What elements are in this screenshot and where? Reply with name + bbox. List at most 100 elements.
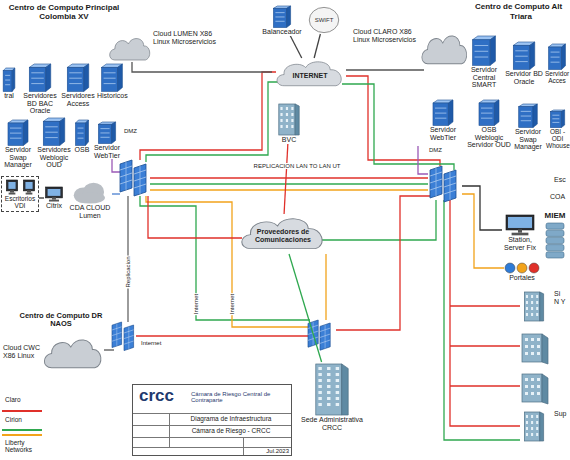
drawn-shape: [279, 104, 295, 135]
drawn-line: [78, 138, 84, 139]
drawn-shape: [287, 6, 291, 28]
annotation-label: Triara: [500, 13, 542, 22]
annotation-label: Internet: [140, 340, 182, 346]
drawn-line: [346, 69, 424, 70]
drawn-line: [515, 56, 528, 57]
srv-icon: [258, 4, 306, 28]
title-block: crccCámara de Riesgo Central de Contrapa…: [132, 384, 292, 456]
drawn-shape: [562, 44, 566, 69]
legend-label: Claro: [4, 396, 48, 403]
server-node: Servidor Acces: [544, 42, 570, 84]
drawn-shape: [526, 313, 528, 316]
annotation-label: COA: [549, 193, 570, 201]
drawn-shape: [3, 71, 12, 92]
srv-icon: [544, 42, 570, 70]
drawn-shape: [550, 112, 561, 128]
drawn-shape: [273, 8, 286, 27]
drawn-shape: [526, 295, 528, 298]
symbol-instance: [120, 160, 132, 192]
drawn-shape: [280, 113, 282, 116]
drawn-line: [31, 83, 44, 84]
drawn-line: [150, 183, 428, 184]
mon-icon: [21, 179, 37, 195]
node-label: Sede Administrativa CRCC: [300, 416, 364, 431]
drawn-line: [552, 122, 559, 123]
drawn-shape: [518, 229, 522, 232]
table-rule: [133, 413, 291, 414]
drawn-shape: [531, 301, 533, 304]
mon-icon: [42, 186, 66, 202]
connector: [290, 36, 302, 58]
symbol-instance: [134, 164, 146, 196]
drawn-shape: [118, 64, 123, 91]
drawn-shape: [23, 120, 28, 145]
drawn-line: [150, 177, 428, 178]
drawn-shape: [43, 121, 60, 145]
drawn-line: [552, 118, 559, 119]
drawn-line: [5, 84, 10, 85]
drawn-shape: [98, 124, 111, 143]
bld-icon: [518, 410, 550, 442]
drawn-shape: [530, 42, 535, 69]
drawn-line: [515, 61, 528, 62]
drawn-shape: [25, 193, 32, 195]
server-node: Servidor WebTier: [92, 120, 122, 159]
drawn-shape: [336, 367, 339, 370]
drawn-line: [136, 335, 310, 336]
drawn-line: [418, 146, 428, 174]
drawn-shape: [291, 119, 293, 122]
drawn-shape: [318, 379, 321, 382]
drawn-shape: [327, 403, 330, 406]
drawn-shape: [280, 119, 282, 122]
annotation-label: DMZ: [123, 128, 145, 134]
building-icons: [522, 334, 548, 404]
drawn-line: [104, 83, 116, 84]
cld-icon: [68, 182, 112, 204]
drawn-shape: [318, 373, 321, 376]
bld-icon: [300, 362, 364, 416]
drawn-shape: [8, 182, 15, 189]
drawn-line: [5, 75, 10, 76]
legend-line-sample: [2, 410, 42, 412]
drawn-shape: [336, 373, 339, 376]
drawn-line: [112, 193, 120, 194]
annotation-label: Replicacion: [125, 255, 131, 288]
drawn-line: [521, 111, 531, 112]
drawn-shape: [60, 118, 65, 145]
srv-icon: [60, 62, 96, 92]
drawn-shape: [286, 107, 288, 110]
table-rule: [243, 437, 244, 455]
node-label: Cámara de Riesgo Central de Contraparte: [191, 391, 271, 404]
server-node: Balanceador: [258, 4, 306, 36]
drawn-shape: [336, 391, 339, 394]
drawn-line: [336, 196, 430, 330]
drawn-line: [462, 186, 502, 230]
annotation-label: Esc: [553, 176, 570, 184]
drawn-line: [322, 200, 436, 240]
symbol-instance: [112, 322, 122, 348]
drawn-shape: [327, 373, 330, 376]
drawn-line: [31, 72, 44, 73]
drawn-line: [551, 62, 560, 63]
drawn-line: [435, 118, 446, 119]
drawn-shape: [529, 263, 539, 273]
drawn-line: [475, 51, 489, 52]
drawn-line: [78, 133, 84, 134]
annotation-label: Cloud CLARO X86 Linux Microservicios: [352, 28, 420, 43]
node-label: OSB Weblogic Servidor OUD: [466, 126, 512, 149]
drawn-shape: [536, 427, 538, 430]
server-stack-node: MIEM: [540, 212, 570, 263]
server-node: Servidor Swap Manager: [0, 118, 36, 169]
drawn-shape: [540, 412, 544, 441]
node-label: Citrix: [42, 202, 66, 210]
node-label: Escritorios VDI: [3, 195, 37, 209]
drawn-line: [275, 21, 284, 22]
drawn-line: [10, 138, 21, 139]
building-node: Sede Administrativa CRCC: [300, 362, 364, 431]
legend-line-sample: [2, 429, 42, 431]
symbol-instance: [422, 36, 467, 64]
table-rule: [133, 437, 291, 438]
drawn-shape: [316, 364, 342, 415]
connector-line: [289, 254, 322, 362]
drawn-shape: [536, 421, 538, 424]
